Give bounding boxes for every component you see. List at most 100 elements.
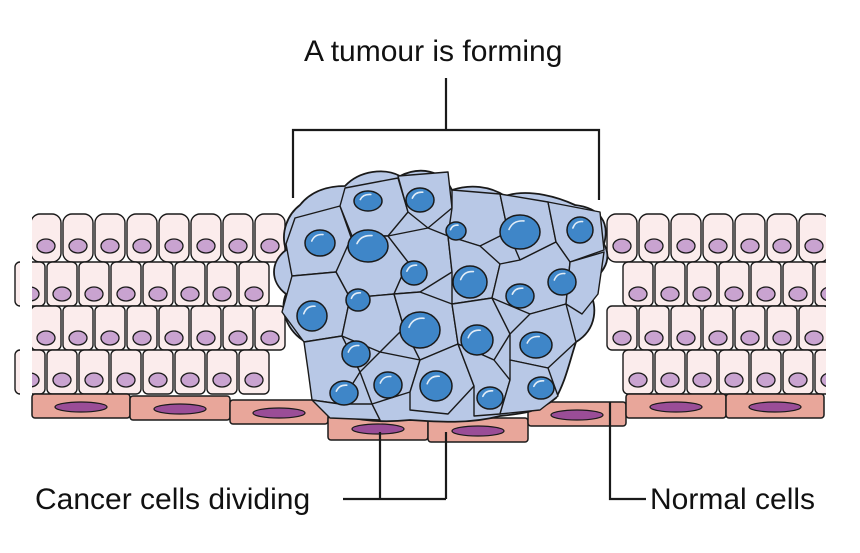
normal-nucleus: [676, 330, 696, 346]
nucleus-highlight: [553, 272, 566, 281]
cancer-nucleus: [445, 221, 467, 241]
normal-nucleus: [148, 286, 168, 302]
nucleus-highlight: [449, 224, 459, 231]
leader-lines: [291, 78, 646, 501]
normal-cell: [30, 213, 62, 263]
normal-nucleus: [644, 330, 664, 346]
edge-mask-right: [826, 210, 860, 400]
basal-layer: [31, 393, 825, 443]
normal-nucleus: [692, 372, 712, 388]
tumour-label: A tumour is forming: [304, 35, 563, 68]
normal-nucleus: [52, 286, 72, 302]
normal-nucleus: [244, 286, 264, 302]
normal-nucleus: [36, 330, 56, 346]
nucleus-highlight: [356, 234, 373, 245]
normal-nucleus: [180, 286, 200, 302]
cancer-nucleus: [505, 283, 535, 309]
normal-cell: [126, 213, 158, 263]
normal-leader-line: [608, 402, 646, 501]
normal-nucleus: [708, 238, 728, 254]
cancer-nucleus: [476, 386, 504, 410]
nucleus-highlight: [350, 292, 362, 300]
normal-epithelium: [14, 210, 860, 400]
normal-nucleus: [164, 238, 184, 254]
nucleus-highlight: [426, 375, 440, 385]
normal-nucleus: [612, 238, 632, 254]
normal-nucleus: [788, 286, 808, 302]
normal-nucleus: [708, 330, 728, 346]
cancer-leader-line: [343, 432, 448, 501]
cancer-nucleus: [399, 311, 441, 349]
normal-nucleus: [148, 372, 168, 388]
cancer-nucleus: [296, 300, 328, 332]
normal-cell: [190, 213, 222, 263]
cancer-nucleus: [519, 331, 553, 359]
cancer-nucleus: [329, 380, 359, 406]
cancer-cells-label: Cancer cells dividing: [35, 483, 311, 516]
normal-nucleus: [68, 330, 88, 346]
normal-nucleus: [692, 286, 712, 302]
normal-cell: [606, 213, 638, 263]
nucleus-highlight: [408, 317, 425, 329]
normal-nucleus: [740, 330, 760, 346]
nucleus-highlight: [508, 220, 525, 231]
normal-nucleus: [212, 372, 232, 388]
cancer-nucleus: [547, 268, 577, 296]
nucleus-highlight: [526, 335, 540, 344]
nucleus-highlight: [482, 390, 494, 398]
tumour-mass: [273, 169, 609, 423]
cancer-nucleus: [419, 370, 453, 402]
nucleus-highlight: [467, 329, 481, 339]
normal-nucleus: [644, 238, 664, 254]
basal-nucleus: [351, 423, 405, 435]
normal-nucleus: [116, 372, 136, 388]
normal-nucleus: [68, 238, 88, 254]
normal-cell: [222, 213, 254, 263]
nucleus-highlight: [533, 380, 545, 388]
normal-cell: [766, 213, 798, 263]
normal-cell: [158, 213, 190, 263]
nucleus-highlight: [406, 264, 418, 272]
normal-nucleus: [756, 286, 776, 302]
normal-nucleus: [132, 330, 152, 346]
normal-nucleus: [804, 238, 824, 254]
normal-nucleus: [196, 238, 216, 254]
normal-cell: [670, 213, 702, 263]
normal-nucleus: [196, 330, 216, 346]
cancer-nucleus: [460, 324, 494, 356]
normal-nucleus: [772, 238, 792, 254]
nucleus-highlight: [302, 305, 316, 315]
normal-nucleus: [52, 372, 72, 388]
normal-nucleus: [84, 372, 104, 388]
cancer-nucleus: [304, 229, 336, 257]
cancer-nucleus: [353, 190, 383, 212]
normal-nucleus: [628, 372, 648, 388]
basal-nucleus: [451, 425, 505, 437]
normal-nucleus: [228, 238, 248, 254]
basal-nucleus: [550, 409, 604, 421]
nucleus-highlight: [379, 375, 392, 384]
normal-nucleus: [100, 238, 120, 254]
cancer-nucleus: [345, 288, 371, 312]
normal-nucleus: [116, 286, 136, 302]
cancer-nucleus: [341, 340, 371, 368]
normal-nucleus: [228, 330, 248, 346]
normal-nucleus: [740, 238, 760, 254]
normal-nucleus: [724, 286, 744, 302]
nucleus-highlight: [335, 384, 348, 392]
normal-nucleus: [36, 238, 56, 254]
normal-cells-label: Normal cells: [650, 483, 816, 516]
normal-nucleus: [84, 286, 104, 302]
normal-nucleus: [756, 372, 776, 388]
normal-nucleus: [164, 330, 184, 346]
normal-nucleus: [260, 330, 280, 346]
normal-nucleus: [100, 330, 120, 346]
normal-cell: [62, 213, 94, 263]
nucleus-highlight: [310, 233, 324, 242]
normal-nucleus: [244, 372, 264, 388]
nucleus-highlight: [511, 287, 524, 295]
normal-nucleus: [628, 286, 648, 302]
normal-cell: [702, 213, 734, 263]
normal-cell: [798, 213, 830, 263]
